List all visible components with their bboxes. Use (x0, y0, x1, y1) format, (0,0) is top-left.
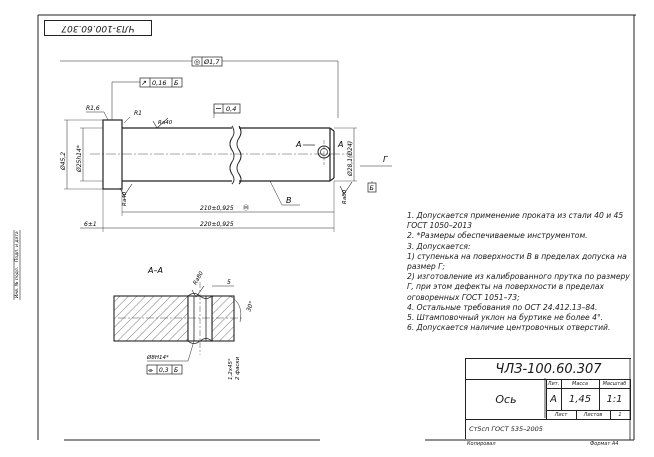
side-label-1: Инв. № подл. (14, 267, 20, 298)
svg-text:◎: ◎ (194, 58, 200, 66)
footer-format: Формат А4 (590, 441, 619, 447)
note-5: 5. Штамповочный уклон на буртике не боле… (407, 313, 604, 323)
gdt-flatness-frame: 0,4 (213, 103, 241, 114)
radius-r1-label: R1 (134, 110, 142, 117)
dim-210: 210±0,925 (200, 205, 234, 212)
section-mark-a-right: A (337, 140, 343, 149)
svg-text:0,4: 0,4 (226, 105, 236, 113)
roughness-main-label: Ra40 (158, 120, 173, 126)
note-6: 6. Допускается наличие центровочных отве… (407, 323, 611, 333)
label-v: В (286, 196, 292, 205)
radius-r16-label: R1,6 (86, 105, 100, 112)
tb-hdr-lit: Лит. (546, 379, 562, 389)
tb-doc-number: ЧЛЗ-100.60.307 (466, 359, 631, 380)
note-2: 2. *Размеры обеспечиваемые инструментом. (407, 231, 588, 241)
sec-hole-dim: Ø8Н14* (146, 354, 169, 361)
sec-chamfer-dim: 1,2x45° (228, 358, 234, 380)
dim-6: 6±1 (84, 221, 97, 228)
note-3-1: 1) ступенька на поверхности В в пределах… (407, 251, 627, 272)
tb-val-lit: А (546, 388, 562, 411)
tb-val-mass: 1,45 (561, 388, 600, 411)
gdt-runout2-frame: ↗ 0,16 Б (139, 77, 183, 88)
section-mark-a-left: A (295, 140, 301, 149)
sec-hole-leader2 (187, 340, 195, 362)
section-view (113, 282, 242, 355)
datum-b-label: Б (370, 184, 375, 192)
svg-text:Б: Б (174, 79, 179, 87)
tb-sheets-label: Листов (576, 410, 611, 420)
svg-text:0,16: 0,16 (152, 79, 166, 87)
note-3-2: 2) изготовление из калиброванного прутка… (407, 272, 630, 302)
ra-right-label: Ra80 (342, 189, 348, 204)
note-1: 1. Допускается применение проката из ста… (407, 211, 624, 231)
svg-text:Ø1,7: Ø1,7 (203, 58, 220, 66)
technical-notes: 1. Допускается применение проката из ста… (395, 211, 630, 333)
ra-left-symbol (119, 183, 133, 197)
sec-angle-arc (229, 295, 242, 323)
tb-hdr-scale: Масштаб (599, 379, 631, 389)
section-title: А–А (147, 266, 163, 275)
sec-tolerance-frame: ⌯ 0,3 Б (146, 364, 183, 375)
dim-210-mark: Ⓜ (243, 204, 249, 212)
sec-ra-label: Ra80 (193, 270, 206, 286)
tb-hdr-mass: Масса (561, 379, 600, 389)
svg-text:0,3: 0,3 (159, 367, 169, 374)
svg-text:⌯: ⌯ (148, 366, 154, 374)
radius-r1-leader (123, 116, 131, 124)
dim-left-outer: Ø45,2 (60, 152, 67, 171)
dim-220: 220±0,925 (200, 221, 234, 228)
shaft-body (102, 119, 335, 190)
sec-dim-30: 30° (245, 300, 255, 312)
tb-part-name: Ось (466, 379, 547, 420)
label-v-leader (269, 180, 283, 206)
svg-text:Б: Б (174, 367, 178, 374)
label-g: Г (383, 155, 388, 164)
dim-right-diameter: Ø28,1(Ø24) (347, 141, 354, 177)
sec-chamfer-dim2: 2 фаски (235, 356, 241, 380)
sec-dim-5: 5 (227, 279, 231, 286)
dim-left-inner: Ø25h14* (76, 145, 83, 173)
tb-sheet: Лист (546, 410, 577, 420)
note-3: 3. Допускается: (407, 241, 471, 251)
gdt-runout-frame: ◎ Ø1,7 (191, 56, 223, 67)
footer-copied: Копировал (467, 441, 496, 447)
tb-material: Ст5сп ГОСТ 535–2005 (469, 425, 543, 433)
tb-val-scale: 1:1 (599, 388, 631, 411)
sec-ra-symbol (191, 285, 205, 298)
side-label-2: Подп. и дата (14, 231, 20, 262)
svg-text:↗: ↗ (141, 79, 147, 87)
tb-sheets-value: 1 (610, 410, 631, 420)
ra-left-label: Ra40 (122, 191, 128, 206)
title-block: ЧЛЗ-100.60.307 Ось Лит. Масса Масштаб А … (465, 358, 631, 439)
note-4: 4. Остальные требования по ОСТ 24.412.13… (407, 302, 598, 312)
ra-right-symbol (339, 181, 353, 195)
radius-r16-leader2 (103, 111, 109, 121)
